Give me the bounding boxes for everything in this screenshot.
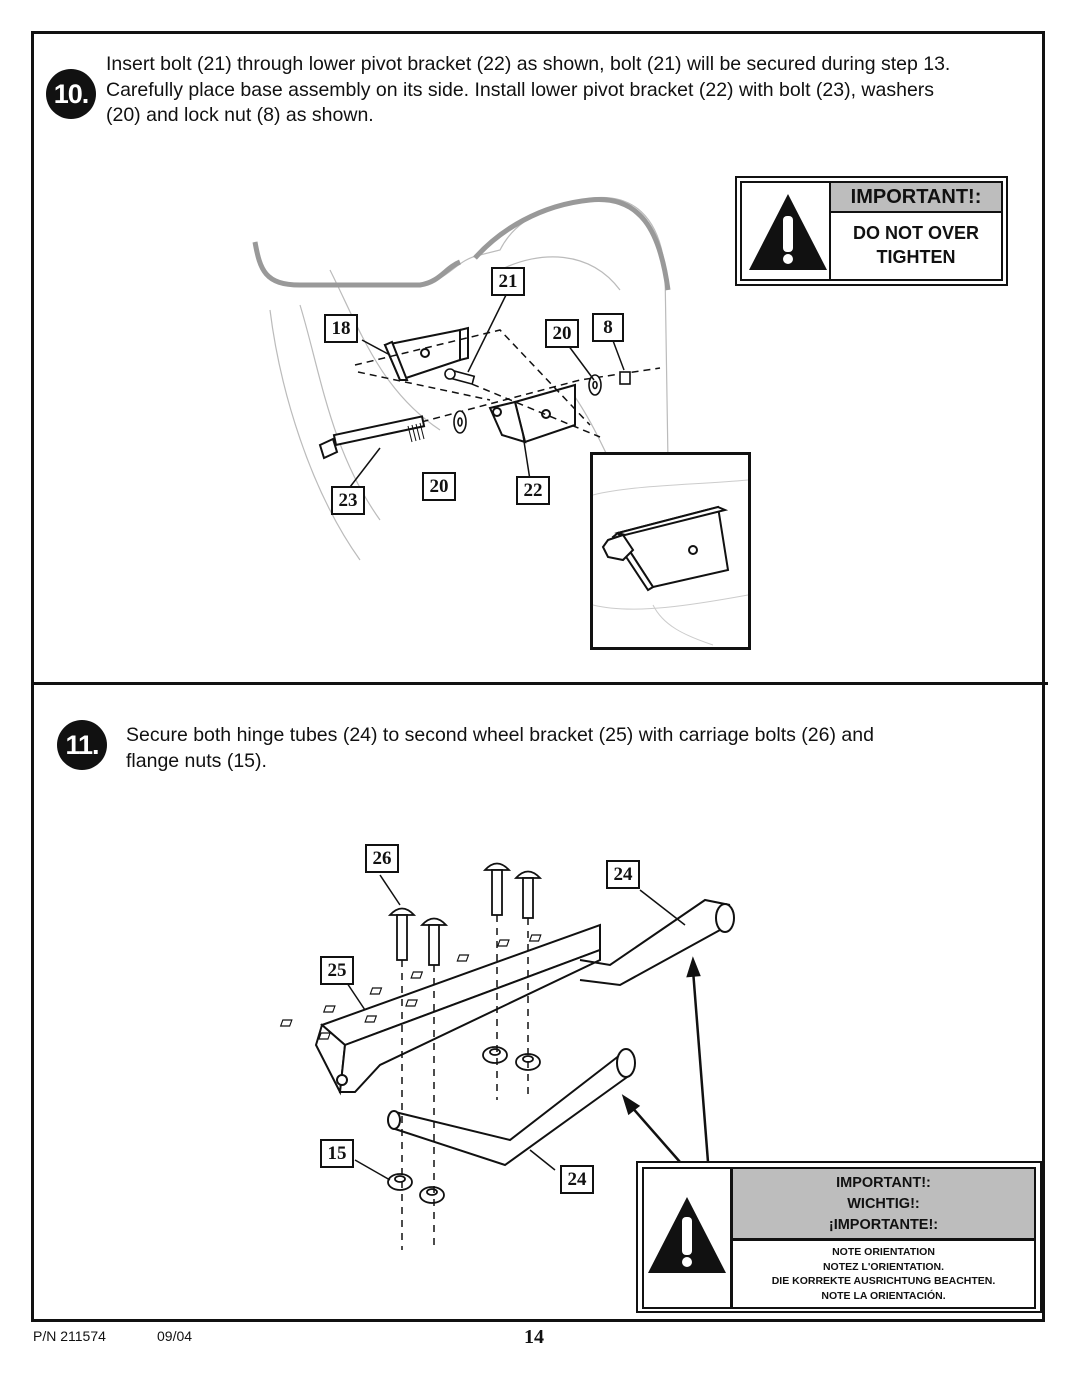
step-11-hinge-tube-illustration: [279, 862, 735, 1250]
callout-26: 26: [365, 844, 399, 873]
step-10-pivot-bracket-illustration: [252, 196, 671, 591]
callout-21: 21: [491, 267, 525, 296]
step-11-warning-notes: NOTE ORIENTATION NOTEZ L'ORIENTATION. DI…: [733, 1245, 1034, 1303]
callout-22: 22: [516, 476, 550, 505]
step-11-warning-inner: [642, 1167, 1036, 1309]
step-10-badge: 10.: [46, 69, 96, 119]
callout-20-upper: 20: [545, 319, 579, 348]
step-11-line-1: Secure both hinge tubes (24) to second w…: [126, 724, 874, 746]
step-10-warning-inner: [740, 181, 1003, 281]
step-11-badge: 11.: [57, 720, 107, 770]
callout-20-lower: 20: [422, 472, 456, 501]
warning-header-es: ¡IMPORTANTE!:: [828, 1217, 939, 1233]
step-11-warning-box: IMPORTANT!: WICHTIG!: ¡IMPORTANTE!: NOTE…: [636, 1161, 1042, 1313]
warning-header-en: IMPORTANT!:: [836, 1175, 931, 1191]
step-10-warning-message: DO NOT OVER TIGHTEN: [831, 221, 1001, 269]
step-11-warning-separator: [730, 1167, 733, 1309]
step-10-line-1: Insert bolt (21) through lower pivot bra…: [106, 53, 951, 75]
step-divider: [31, 682, 1048, 685]
step-10-warning-box: IMPORTANT!: DO NOT OVER TIGHTEN: [735, 176, 1008, 286]
warning-header-de: WICHTIG!:: [847, 1196, 920, 1212]
note-orientation-de: DIE KORREKTE AUSRICHTUNG BEACHTEN.: [771, 1275, 996, 1287]
callout-8: 8: [592, 313, 624, 342]
note-orientation-en: NOTE ORIENTATION: [832, 1246, 935, 1258]
part-number: P/N 211574: [33, 1328, 106, 1344]
callout-24-upper: 24: [606, 860, 640, 889]
step-10-warning-line-1: DO NOT OVER: [852, 223, 979, 243]
step-10-instructions: Insert bolt (21) through lower pivot bra…: [106, 52, 1041, 129]
callout-23: 23: [331, 486, 365, 515]
revision-date: 09/04: [157, 1328, 193, 1344]
step-10-line-3: (20) and lock nut (8) as shown.: [106, 104, 374, 126]
step-11-line-2: flange nuts (15).: [126, 749, 267, 772]
step-10-detail-inset: [590, 452, 751, 650]
warning-triangle-icon: [648, 1197, 726, 1273]
warning-triangle-icon: [749, 194, 827, 270]
note-orientation-es: NOTE LA ORIENTACIÓN.: [821, 1289, 946, 1302]
step-11-instructions: Secure both hinge tubes (24) to second w…: [126, 723, 1006, 774]
page-number: 14: [524, 1326, 544, 1348]
step-10-warning-header: IMPORTANT!:: [831, 183, 1001, 213]
step-11-warning-header: IMPORTANT!: WICHTIG!: ¡IMPORTANTE!:: [733, 1169, 1034, 1241]
callout-18: 18: [324, 314, 358, 343]
page-frame: [31, 31, 1045, 1322]
callout-15: 15: [320, 1139, 354, 1168]
assembled-bracket-detail: [592, 479, 749, 646]
note-orientation-fr: NOTEZ L'ORIENTATION.: [822, 1260, 945, 1273]
callout-25: 25: [320, 956, 354, 985]
callout-24-lower: 24: [560, 1165, 594, 1194]
step-10-warning-separator: [829, 181, 831, 281]
step-10-warning-line-2: TIGHTEN: [876, 247, 956, 267]
step-10-line-2: Carefully place base assembly on its sid…: [106, 78, 935, 101]
